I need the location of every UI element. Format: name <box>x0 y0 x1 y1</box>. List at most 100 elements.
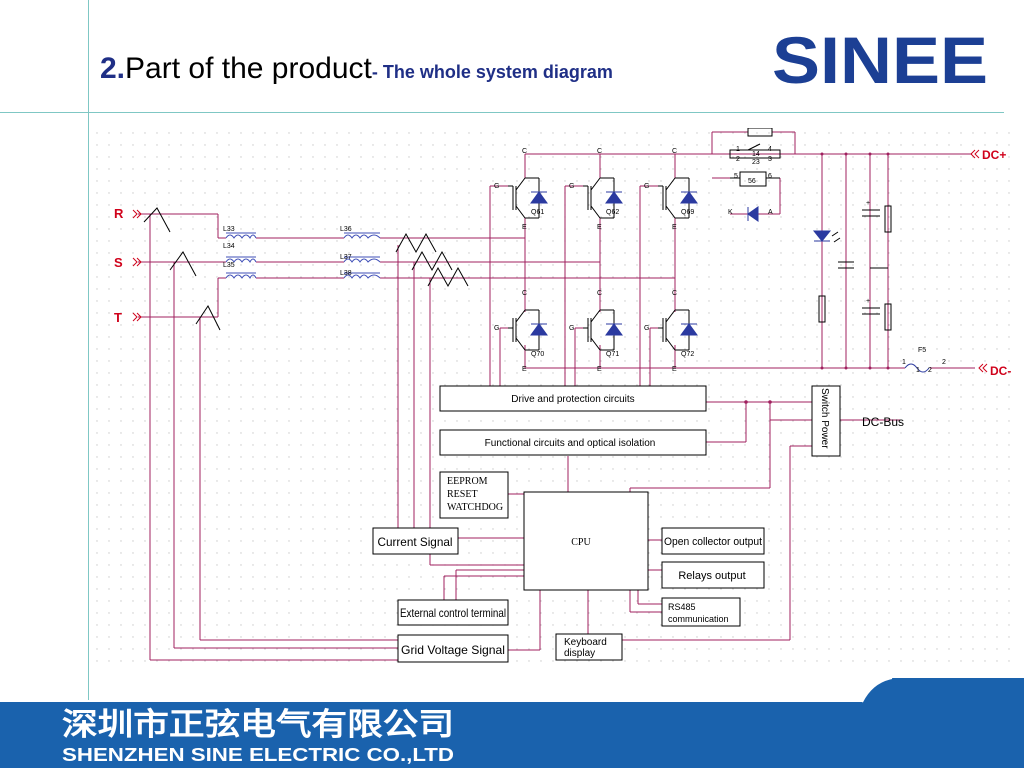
switch-power-label: Switch Power <box>819 388 830 449</box>
cap-plus-2: + <box>866 298 870 305</box>
current-signal-box <box>372 527 459 555</box>
junction-dots <box>744 400 772 404</box>
open-collector-box <box>661 527 765 555</box>
title-subtitle: - The whole system diagram <box>371 62 613 82</box>
inductor-l37-label: L37 <box>340 254 352 261</box>
reset-label: RESET <box>447 489 478 500</box>
relay-coil-23: 23 <box>752 159 760 166</box>
inductor-l35-label: L35 <box>223 262 235 269</box>
inductor-labels: L33 L34 L35 L36 L37 L38 <box>223 226 352 277</box>
igbt-q71-label: Q71 <box>606 351 619 358</box>
igbt-transistors <box>508 177 698 351</box>
inductor-coils <box>225 232 381 279</box>
functional-circuits-box <box>439 429 707 456</box>
inductor-l38-label: L38 <box>340 270 352 277</box>
input-labels: R S T <box>114 206 124 325</box>
igbt-q70-label: Q70 <box>531 351 544 358</box>
fuse-icon <box>904 363 930 373</box>
relays-output-label: Relays output <box>678 570 745 582</box>
display-label: display <box>564 648 595 659</box>
igbt-q62-label: Q62 <box>606 209 619 216</box>
drive-protection-label: Drive and protection circuits <box>511 394 634 405</box>
input-wiring <box>138 213 668 661</box>
relay-coil-14: 14 <box>752 151 760 158</box>
dc-bus-label: DC-Bus <box>862 415 904 429</box>
grid-voltage-box <box>397 634 509 663</box>
fuse-pin-2: 2 <box>942 359 946 366</box>
pin-g-q62: G <box>569 183 574 190</box>
pin-g-q71: G <box>569 325 574 332</box>
igbt-q70 <box>508 309 548 351</box>
igbt-q69-label: Q69 <box>681 209 694 216</box>
eeprom-label: EEPROM <box>447 476 488 487</box>
input-s-label: S <box>114 255 123 270</box>
pin-c-q69: C <box>672 148 677 155</box>
system-diagram: R S T L33 L34 L35 L36 L37 L38 <box>96 128 1016 668</box>
dc-bus-wiring <box>429 131 975 651</box>
sensor-zigzags <box>143 207 469 331</box>
pin-c-q71: C <box>597 290 602 297</box>
dc-arrows <box>970 149 988 373</box>
functional-circuits-label: Functional circuits and optical isolatio… <box>485 438 656 449</box>
current-signal-label: Current Signal <box>378 535 453 549</box>
relay-pin-3: 3 <box>768 156 772 163</box>
title-number: 2. <box>100 52 126 85</box>
relay-pin-6: 6 <box>768 173 772 180</box>
igbt-labels: C C C G G G Q61 Q62 Q69 E E E C C C G G … <box>494 148 694 373</box>
pin-e-q72: E <box>672 366 677 373</box>
igbt-q71 <box>583 309 623 351</box>
relay-block <box>729 128 781 222</box>
fuse-pin-1b: 1 <box>916 367 920 374</box>
external-control-box <box>397 599 509 626</box>
inductor-l33-label: L33 <box>223 226 235 233</box>
accent-horizontal-line <box>0 112 1004 113</box>
keyboard-display-box <box>555 633 623 661</box>
relay-pin-4: 4 <box>768 146 772 153</box>
dc-plus-label: DC+ <box>982 148 1006 162</box>
eeprom-box <box>439 471 509 519</box>
fuse-pin-1: 1 <box>902 359 906 366</box>
input-arrows <box>132 209 142 322</box>
pin-g-q70: G <box>494 325 499 332</box>
right-component-labels: + + F5 1 1 2 2 <box>866 200 946 374</box>
title-main: Part of the product <box>125 52 372 85</box>
communication-label: communication <box>668 614 729 624</box>
pin-g-q61: G <box>494 183 499 190</box>
resistor-icon <box>818 295 826 323</box>
relays-output-box <box>661 561 765 589</box>
igbt-q61 <box>508 177 548 219</box>
accent-vertical-line <box>88 0 89 700</box>
open-collector-label: Open collector output <box>664 536 762 548</box>
relay-pin-2: 2 <box>736 156 740 163</box>
igbt-q62 <box>583 177 623 219</box>
external-control-label: External control terminal <box>400 606 506 620</box>
cpu-label: CPU <box>571 537 591 548</box>
pin-c-q72: C <box>672 290 677 297</box>
pin-e-q61: E <box>522 224 527 231</box>
rs485-box <box>661 597 741 627</box>
pin-e-q70: E <box>522 366 527 373</box>
relay-k: K <box>728 209 733 216</box>
led-icon <box>812 230 832 242</box>
relay-pin-1: 1 <box>736 146 740 153</box>
pin-c-q70: C <box>522 290 527 297</box>
footer-banner: 深圳市正弦电气有限公司 SHENZHEN SINE ELECTRIC CO.,L… <box>0 678 1024 768</box>
pin-g-q72: G <box>644 325 649 332</box>
grid-voltage-label: Grid Voltage Signal <box>401 643 505 657</box>
fuse-pin-2b: 2 <box>928 367 932 374</box>
inductor-l34-label: L34 <box>223 243 235 250</box>
switch-power-box <box>811 385 841 457</box>
right-components <box>812 152 930 373</box>
relay-a: A <box>768 209 773 216</box>
footer-company-en: SHENZHEN SINE ELECTRIC CO.,LTD <box>62 745 454 765</box>
inductor-l36-label: L36 <box>340 226 352 233</box>
pin-e-q62: E <box>597 224 602 231</box>
fuse-f5-label: F5 <box>918 347 926 354</box>
relay-labels: 1 4 2 3 14 23 5 6 56 K A <box>728 146 773 216</box>
cpu-box <box>523 491 649 591</box>
rs485-label: RS485 <box>668 602 696 612</box>
pin-e-q71: E <box>597 366 602 373</box>
pin-g-q69: G <box>644 183 649 190</box>
pin-e-q69: E <box>672 224 677 231</box>
control-block-labels: Drive and protection circuits Functional… <box>378 388 905 659</box>
